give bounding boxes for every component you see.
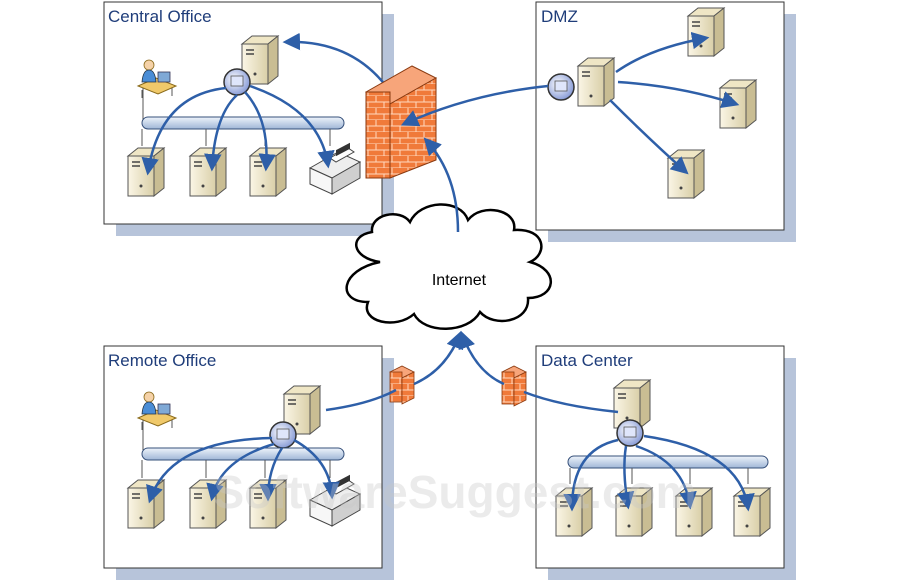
dmz-panel: DMZ	[535, 1, 796, 242]
internet-label: Internet	[432, 272, 487, 289]
watermark: SoftwareSuggest.com	[213, 466, 696, 518]
central-office-title: Central Office	[108, 7, 212, 26]
data-center-title: Data Center	[541, 351, 633, 370]
connector-arrows	[563, 434, 755, 512]
connector-arrows	[141, 32, 387, 176]
dmz-title: DMZ	[541, 7, 578, 26]
connector-arrow	[400, 84, 549, 127]
connector-line	[523, 390, 619, 414]
server-icon	[577, 57, 615, 107]
server-icon	[687, 7, 725, 57]
network-bus	[141, 447, 345, 461]
central-office-panel: Central Office	[103, 1, 394, 236]
connector-arrow	[423, 137, 460, 233]
connector-arrows	[609, 31, 740, 175]
server-icon	[127, 479, 165, 529]
network-bus	[141, 116, 345, 130]
router-hub-icon	[223, 68, 251, 96]
connector-arrow	[413, 330, 464, 386]
server-icon	[719, 79, 757, 129]
remote-office-title: Remote Office	[108, 351, 216, 370]
connector-line	[325, 388, 397, 412]
connector-arrows	[146, 436, 340, 504]
server-icon	[127, 147, 165, 197]
server-icon	[189, 147, 227, 197]
server-icon	[667, 149, 705, 199]
firewall-icon	[389, 365, 415, 405]
firewall-icon	[501, 365, 527, 407]
cloud-icon: Internet	[345, 203, 552, 330]
connector-arrow	[458, 330, 505, 386]
server-icon	[249, 147, 287, 197]
remote-office-panel: Remote Office	[103, 345, 394, 580]
router-hub-icon	[547, 73, 575, 101]
server-icon	[733, 487, 771, 537]
data-center-panel: Data Center	[535, 345, 796, 580]
router-hub-icon	[616, 419, 644, 447]
